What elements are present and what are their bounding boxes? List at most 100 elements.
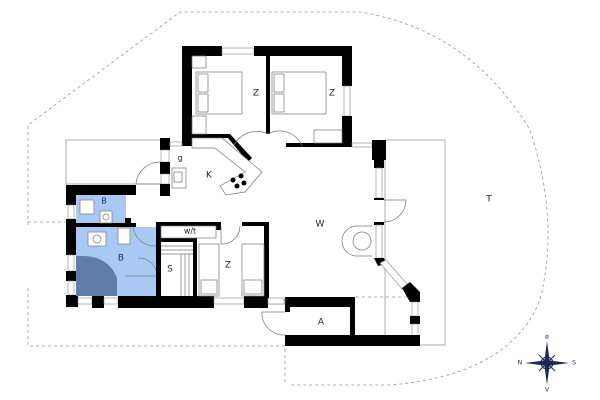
wall (156, 222, 220, 226)
room-label-bathroom-small: B (101, 197, 107, 206)
door-swing (261, 311, 286, 336)
wall (160, 138, 170, 150)
wall (160, 184, 170, 196)
wall (76, 223, 136, 227)
wall (285, 335, 420, 346)
compass-label-west: V (545, 387, 550, 394)
fireplace-hearth (352, 231, 372, 251)
wall (285, 307, 290, 312)
window (343, 85, 351, 117)
window (77, 297, 93, 305)
wall (66, 185, 136, 195)
wall (182, 46, 192, 146)
wall (160, 238, 196, 242)
pillow (273, 73, 285, 93)
fireplace (341, 225, 372, 257)
sauna-bench (161, 245, 193, 296)
window (351, 142, 373, 148)
plot-boundary (27, 11, 549, 386)
window (213, 297, 245, 305)
wall (264, 222, 269, 298)
wall (66, 271, 76, 281)
sink-basin (173, 171, 183, 183)
pillow (200, 279, 218, 295)
wall (193, 238, 197, 296)
room-label-bathroom-large: B (118, 254, 124, 264)
pillow (243, 279, 263, 295)
wardrobe (191, 55, 207, 69)
pillow (273, 93, 285, 113)
wall (242, 222, 268, 226)
shower-area (76, 255, 117, 296)
room-label-sauna: S (167, 265, 173, 275)
pillow (197, 73, 209, 93)
wall (402, 282, 420, 302)
room-label-toilet: w/t (184, 227, 196, 236)
wall (285, 297, 355, 307)
window (67, 204, 75, 220)
kitchen-counter (191, 137, 263, 196)
door-swing (132, 226, 157, 247)
wall (372, 140, 386, 160)
wall (118, 296, 214, 308)
wall (266, 56, 270, 134)
door-swing (135, 161, 161, 185)
wall (374, 222, 384, 225)
window (160, 173, 170, 185)
wall (244, 296, 268, 308)
compass-label-east: ø (545, 334, 549, 341)
wall (374, 198, 384, 200)
wall (342, 46, 352, 86)
window (67, 254, 75, 272)
terrace-outline-left (27, 221, 286, 385)
compass-label-north: N (518, 360, 523, 367)
window (267, 297, 285, 305)
room-label-bedroom-1: Z (253, 89, 259, 99)
door-swing (233, 131, 269, 146)
toilet-fixture (117, 227, 131, 245)
room-label-storage: A (318, 318, 325, 328)
compass-label-south: S (572, 360, 576, 367)
door-swing (220, 225, 241, 245)
wall (216, 222, 221, 230)
window (169, 141, 183, 147)
room-label-living-room: W (316, 220, 325, 230)
wall (66, 195, 76, 205)
wall (92, 296, 104, 308)
window (375, 167, 383, 199)
washbasin-drain (92, 234, 102, 244)
wall (66, 219, 76, 255)
window (375, 224, 383, 259)
wardrobe (313, 129, 343, 144)
window (411, 301, 419, 317)
wall (125, 218, 131, 226)
terrace-deck-left (65, 139, 167, 185)
pillow (197, 93, 209, 113)
wall (182, 46, 222, 56)
toilet-fixture (79, 199, 95, 215)
room-label-terrace: T (485, 195, 492, 205)
window (160, 149, 170, 163)
door-swing (383, 199, 407, 223)
room-label-kitchen: K (206, 171, 213, 181)
room-label-bedroom-2: Z (329, 89, 335, 99)
door-swing (137, 257, 157, 271)
compass-rose-icon: ø N S V (518, 334, 576, 394)
wall (156, 222, 161, 296)
wall (66, 295, 78, 307)
wall (286, 143, 352, 147)
wall (160, 162, 170, 174)
wardrobe (191, 115, 207, 135)
wall (342, 116, 352, 146)
door-swing (267, 130, 303, 147)
room-label-bedroom-3: Z (225, 261, 231, 271)
toilet-counter (160, 225, 217, 239)
window (379, 259, 409, 290)
window (67, 280, 75, 296)
room-label-hallway: g (177, 154, 182, 163)
stove-icon (230, 173, 247, 189)
wall (374, 160, 384, 168)
wall (410, 316, 420, 324)
window (411, 323, 419, 337)
